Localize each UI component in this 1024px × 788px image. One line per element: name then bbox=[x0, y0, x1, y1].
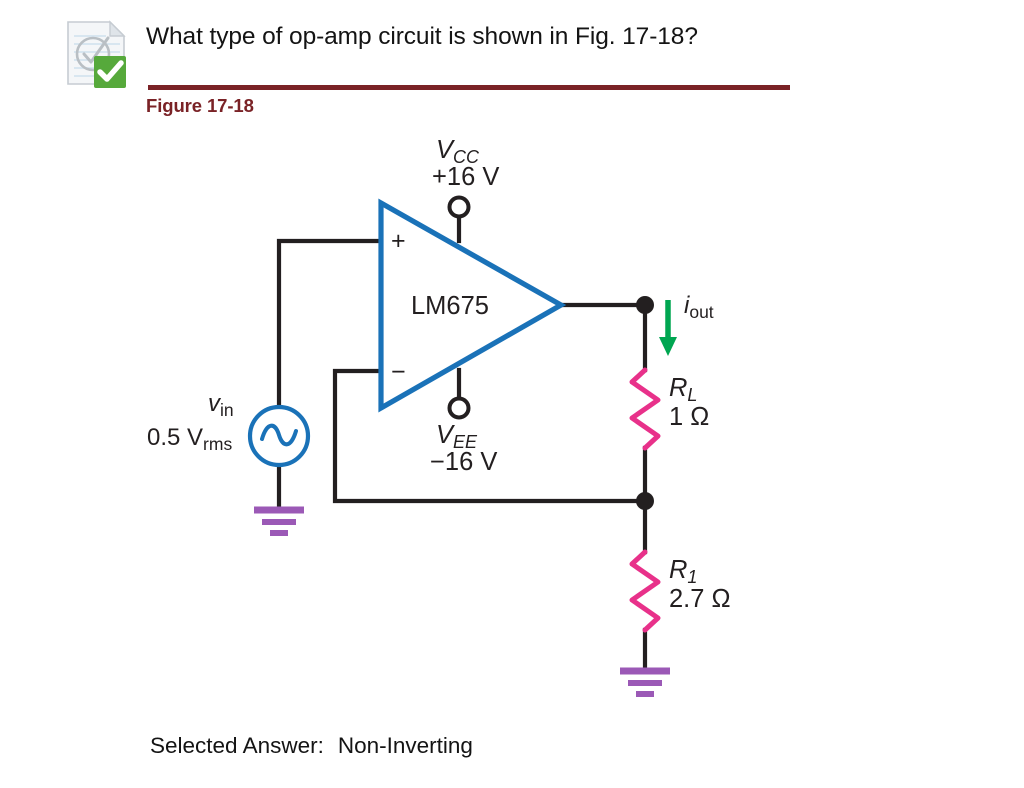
ground-symbol-source bbox=[254, 506, 304, 536]
document-check-icon bbox=[64, 18, 132, 90]
iout-arrow bbox=[659, 300, 677, 356]
vin-label: vin bbox=[208, 390, 234, 420]
circuit-diagram: LM675 + − VCC +16 V VEE −16 V vin 0.5 Vr… bbox=[0, 118, 1024, 698]
vee-terminal bbox=[447, 396, 471, 420]
figure-label: Figure 17-18 bbox=[146, 95, 254, 116]
feedback-node bbox=[636, 492, 654, 510]
ac-source-symbol bbox=[247, 404, 311, 468]
resistor-R1-symbol bbox=[629, 549, 661, 633]
selected-answer-row: Selected Answer: Non-Inverting bbox=[150, 733, 473, 759]
question-header: What type of op-amp circuit is shown in … bbox=[0, 0, 1024, 120]
selected-answer-label: Selected Answer: bbox=[150, 733, 324, 758]
ground-symbol-r1 bbox=[620, 667, 670, 697]
opamp-symbol bbox=[378, 198, 567, 413]
selected-answer-value: Non-Inverting bbox=[337, 733, 473, 758]
vin-value: 0.5 Vrms bbox=[147, 424, 232, 454]
figure-divider bbox=[148, 85, 790, 90]
vcc-value: +16 V bbox=[432, 163, 499, 191]
vee-value: −16 V bbox=[430, 448, 497, 476]
resistor-RL-symbol-label: RL bbox=[669, 374, 697, 405]
resistor-RL-value: 1 Ω bbox=[669, 403, 709, 431]
iout-label: iout bbox=[684, 292, 714, 322]
resistor-R1-value: 2.7 Ω bbox=[669, 585, 731, 613]
vcc-terminal bbox=[447, 195, 471, 219]
resistor-RL-symbol bbox=[629, 367, 661, 451]
opamp-minus-label: − bbox=[391, 358, 406, 386]
vcc-label: VCC bbox=[436, 136, 480, 167]
opamp-plus-label: + bbox=[391, 227, 406, 255]
opamp-part-label: LM675 bbox=[411, 292, 489, 320]
resistor-R1-symbol-label: R1 bbox=[669, 556, 697, 587]
question-text: What type of op-amp circuit is shown in … bbox=[146, 23, 698, 50]
vee-label: VEE bbox=[436, 421, 478, 452]
output-node bbox=[636, 296, 654, 314]
